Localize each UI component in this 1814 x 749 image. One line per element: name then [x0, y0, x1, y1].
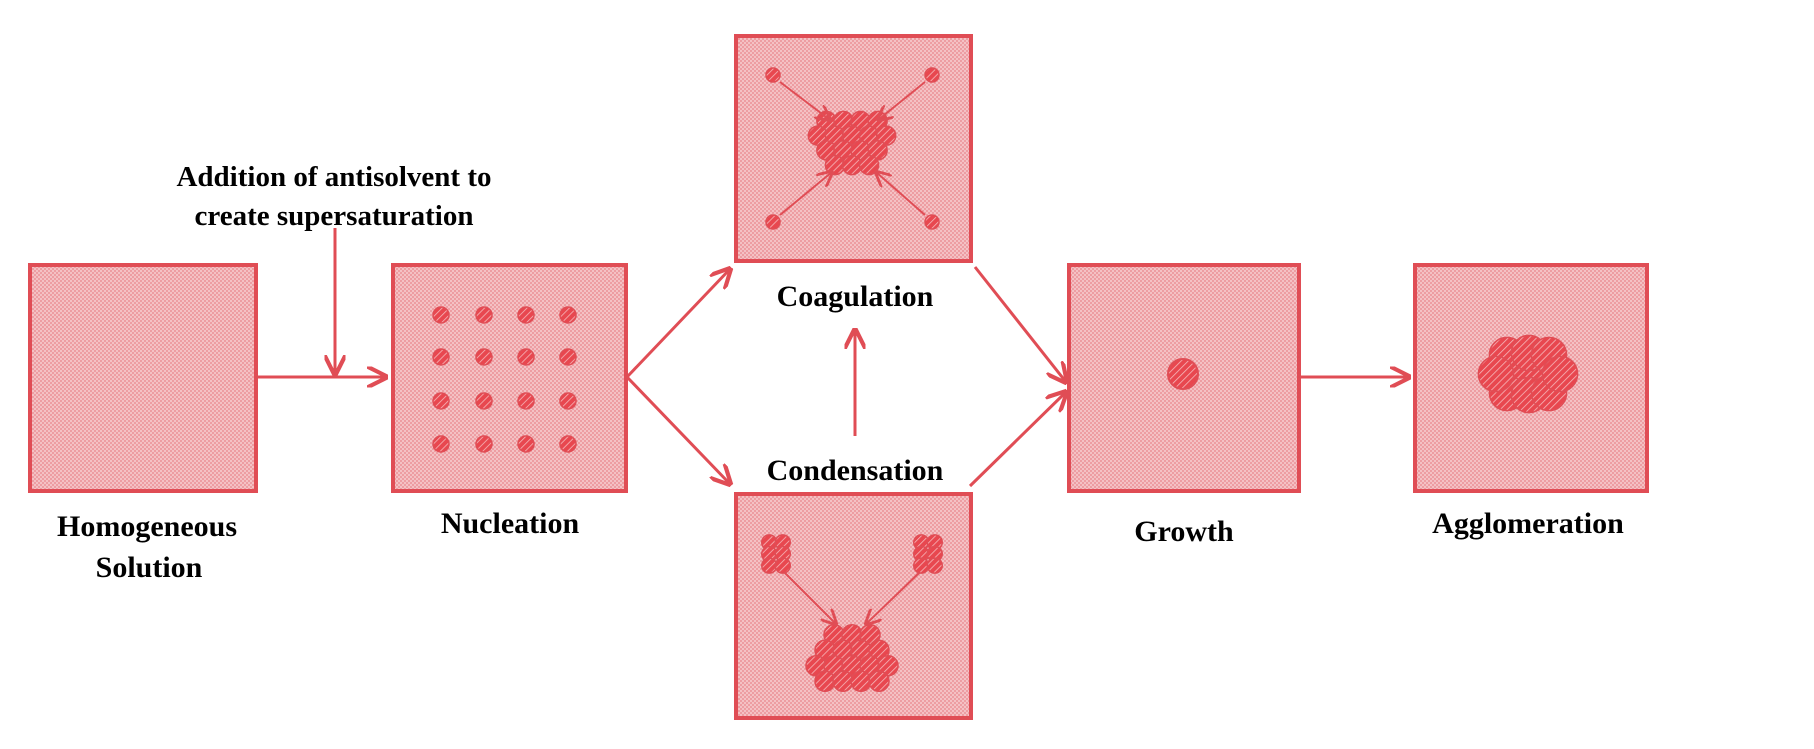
incoming-particle: [924, 67, 940, 83]
agglomerate-particle: [1477, 355, 1515, 393]
nucleus: [559, 435, 577, 453]
nucleus: [432, 392, 450, 410]
agglomerate: [1477, 334, 1579, 414]
label-growth: Growth: [1134, 515, 1234, 548]
cluster-particle: [858, 154, 880, 176]
cluster-particle: [868, 670, 890, 692]
cluster-particle: [774, 557, 791, 574]
label-coagulation: Coagulation: [777, 280, 934, 313]
nucleus: [559, 306, 577, 324]
nucleus: [475, 435, 493, 453]
connector-arrows: [257, 228, 1409, 486]
cluster-particle: [926, 557, 943, 574]
label-homogeneous-line2: Solution: [96, 551, 203, 584]
arrow-nucleation-to-condensation: [625, 375, 730, 484]
incoming-particle: [924, 214, 940, 230]
label-condensation: Condensation: [767, 454, 944, 487]
agglomerate-particle: [1541, 355, 1579, 393]
cluster-particle: [824, 154, 846, 176]
cluster-particle: [850, 670, 872, 692]
box-homogeneous-solution: [28, 263, 258, 493]
incoming-particle: [765, 67, 781, 83]
nucleus: [475, 348, 493, 366]
nucleus: [559, 392, 577, 410]
box-nucleation: [391, 263, 628, 493]
arrow-coagulation-to-growth: [973, 266, 1066, 382]
arrow-nucleation-to-coagulation: [625, 269, 730, 379]
label-nucleation: Nucleation: [441, 507, 580, 540]
nucleus: [432, 348, 450, 366]
cluster-particle: [841, 154, 863, 176]
nucleus: [475, 306, 493, 324]
nucleus: [517, 392, 535, 410]
annotation-line1: Addition of antisolvent to: [176, 161, 491, 193]
incoming-arrow: [779, 172, 832, 216]
condensation-cluster: [761, 534, 943, 692]
coagulation-cluster: [765, 67, 940, 230]
incoming-arrow: [876, 172, 926, 216]
nucleus: [475, 392, 493, 410]
incoming-arrow: [866, 571, 921, 624]
nucleus: [517, 435, 535, 453]
label-homogeneous-line1: Homogeneous: [57, 510, 237, 543]
incoming-arrow: [783, 571, 836, 624]
grown-particle: [1167, 358, 1199, 390]
nucleus: [517, 348, 535, 366]
nucleus: [432, 435, 450, 453]
cluster-particle: [832, 670, 854, 692]
nucleus: [559, 348, 577, 366]
incoming-arrow: [878, 81, 926, 120]
nuclei-grid: [432, 306, 577, 453]
cluster-particle: [814, 670, 836, 692]
incoming-particle: [765, 214, 781, 230]
annotation-line2: create supersaturation: [195, 200, 474, 232]
label-agglomeration: Agglomeration: [1432, 507, 1624, 540]
nucleus: [432, 306, 450, 324]
incoming-arrow: [779, 81, 830, 120]
nucleus: [517, 306, 535, 324]
arrow-condensation-to-growth: [968, 392, 1066, 488]
